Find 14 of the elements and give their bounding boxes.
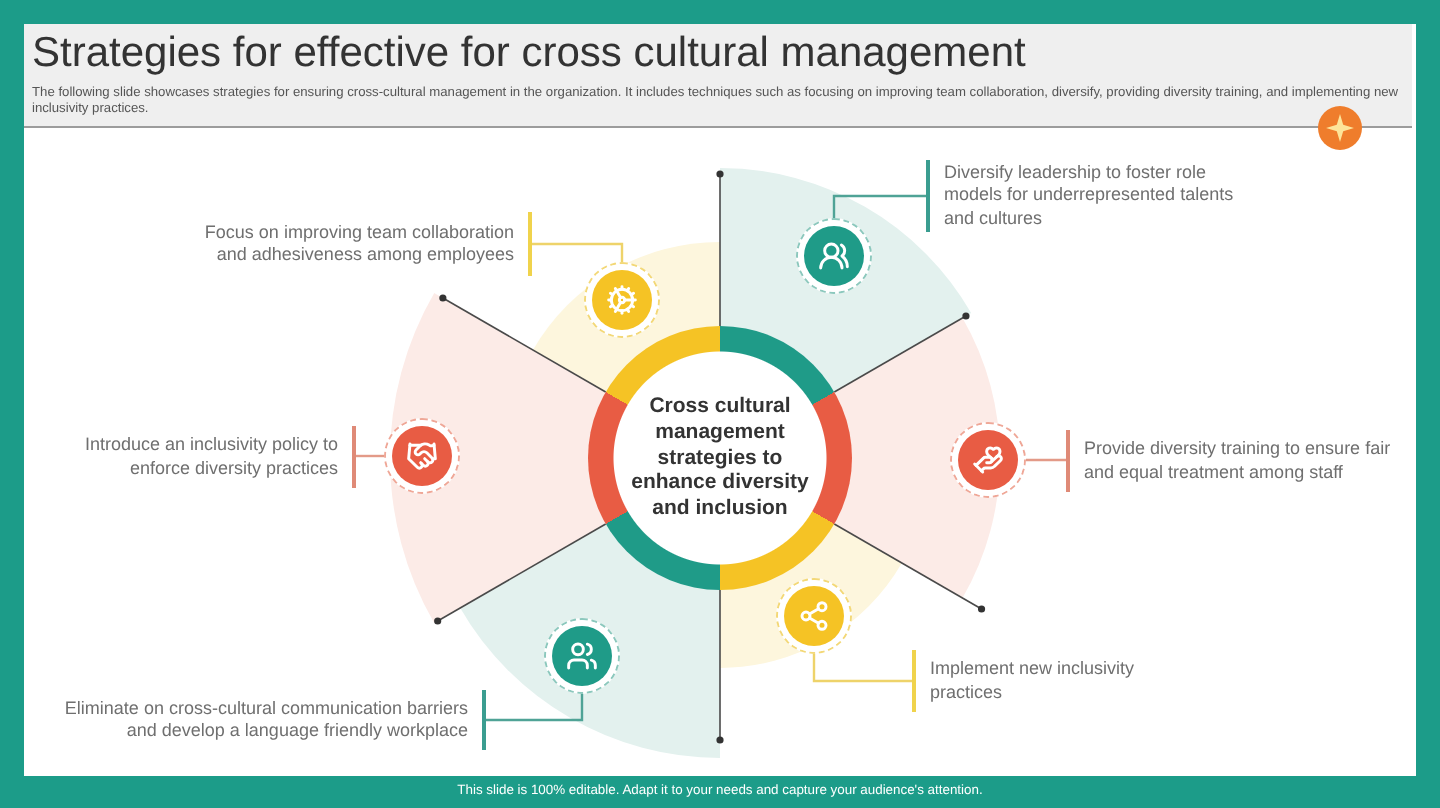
leader-line <box>356 454 384 458</box>
strategy-note: Focus on improving team collaboration and adhesiveness among employees <box>190 212 532 276</box>
leader-line <box>532 242 624 262</box>
strategy-note: Implement new inclusivity practices <box>912 650 1150 712</box>
strategy-note: Introduce an inclusivity policy to enforce diversity practices <box>68 426 356 488</box>
leader-line <box>832 194 926 218</box>
slide-title: Strategies for effective for cross cultural management <box>32 28 1026 78</box>
strategy-note: Diversify leadership to foster role models for underrepresented talents and cultures <box>926 160 1248 232</box>
strategy-note: Provide diversity training to ensure fair and equal treatment among staff <box>1066 430 1402 492</box>
strategy-note: Eliminate on cross-cultural communication barriers and develop a language friendly workplace <box>52 690 486 750</box>
leader-line <box>486 694 584 722</box>
leader-line <box>812 654 912 683</box>
hub-label: Cross cultural management strategies to enhance diversity and inclusion <box>629 394 811 522</box>
leader-line <box>1026 458 1066 462</box>
